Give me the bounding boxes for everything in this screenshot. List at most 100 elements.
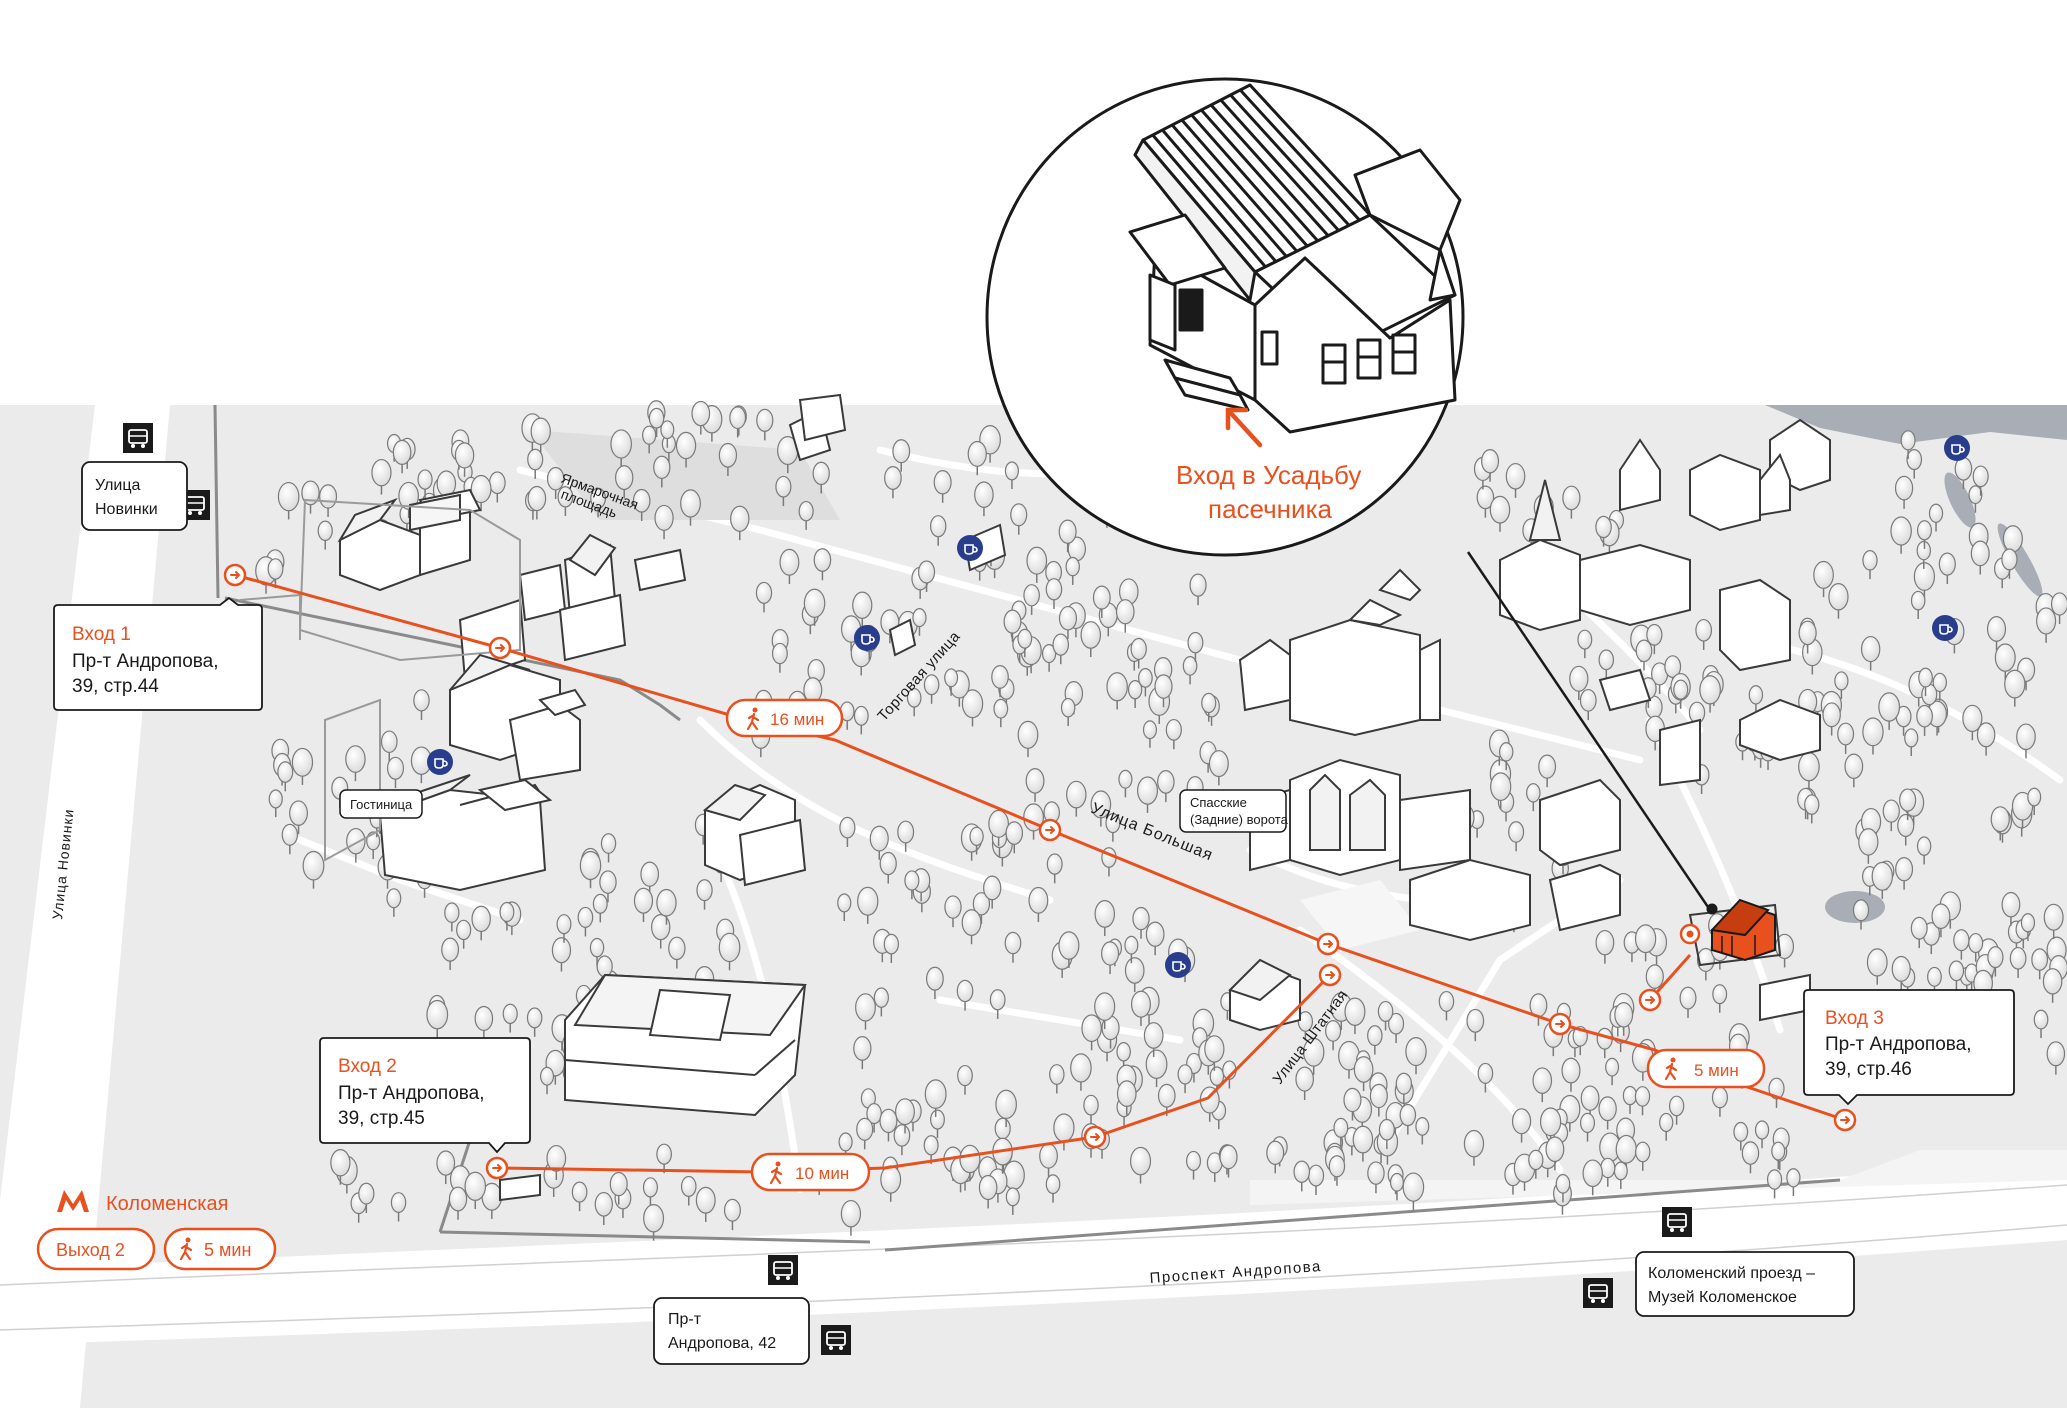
svg-text:10 мин: 10 мин bbox=[795, 1164, 849, 1183]
tree bbox=[1204, 1035, 1225, 1063]
tree bbox=[546, 466, 565, 491]
tree bbox=[1481, 449, 1500, 474]
tree bbox=[972, 892, 991, 916]
tree bbox=[1053, 1113, 1075, 1143]
tree bbox=[502, 1003, 518, 1025]
tree bbox=[1367, 1025, 1383, 1047]
tree bbox=[933, 470, 952, 495]
tree bbox=[1187, 631, 1204, 654]
tree bbox=[944, 895, 962, 919]
tree bbox=[1080, 621, 1102, 649]
tree bbox=[893, 1124, 911, 1147]
entrance-3-callout[interactable]: Вход 3 Пр-т Андропова, 39, стр.46 bbox=[1803, 989, 2015, 1106]
tree bbox=[1378, 1118, 1395, 1141]
tree bbox=[1466, 1008, 1485, 1033]
tree bbox=[1094, 992, 1116, 1021]
entrance-2-callout[interactable]: Вход 2 Пр-т Андропова, 39, стр.45 bbox=[319, 1037, 531, 1154]
tree bbox=[1862, 550, 1878, 571]
tree bbox=[680, 489, 701, 518]
tree bbox=[1017, 628, 1033, 649]
entrance-3-address-2: 39, стр.46 bbox=[1825, 1059, 1912, 1080]
tree bbox=[633, 887, 654, 914]
tree bbox=[1962, 704, 1983, 733]
tree bbox=[1066, 780, 1087, 809]
tree bbox=[2020, 913, 2036, 933]
building-cluster bbox=[1228, 958, 1301, 1032]
tree bbox=[610, 429, 632, 459]
tree bbox=[1060, 697, 1076, 718]
tree bbox=[530, 417, 551, 446]
bus-stop-andropova-42[interactable]: Пр-т Андропова, 42 bbox=[653, 1297, 810, 1365]
tree bbox=[755, 581, 773, 604]
tree bbox=[1115, 599, 1135, 625]
tree bbox=[526, 1007, 543, 1029]
tree bbox=[592, 893, 608, 914]
tree bbox=[1871, 861, 1894, 891]
tree bbox=[1028, 886, 1049, 914]
tree bbox=[1679, 986, 1697, 1010]
tree bbox=[1928, 503, 1944, 523]
entrance-2-title: Вход 2 bbox=[338, 1056, 397, 1077]
tree bbox=[474, 1005, 494, 1032]
metro-station[interactable]: Коломенская Выход 2 5 мин bbox=[36, 1190, 277, 1271]
tree bbox=[1325, 1020, 1342, 1042]
tree bbox=[1049, 1064, 1065, 1085]
tree bbox=[1862, 717, 1884, 747]
tree bbox=[2050, 592, 2067, 616]
entrance-2-address-2: 39, стр.45 bbox=[338, 1108, 425, 1129]
tree bbox=[386, 756, 405, 780]
tree bbox=[2027, 787, 2042, 807]
tree bbox=[291, 747, 314, 777]
tree bbox=[1577, 629, 1593, 650]
tree bbox=[855, 993, 876, 1022]
tree bbox=[654, 504, 674, 531]
cafe-icon bbox=[957, 535, 983, 561]
tree bbox=[1970, 540, 1990, 567]
palace-building bbox=[1238, 568, 1441, 737]
tree bbox=[2009, 946, 2027, 970]
entrance-2-address: Пр-т Андропова, bbox=[338, 1083, 485, 1104]
tree bbox=[1208, 750, 1229, 778]
tree bbox=[1130, 990, 1151, 1018]
beekeeper-estate-building[interactable] bbox=[1688, 898, 1782, 967]
arrow-icon bbox=[1548, 1012, 1572, 1036]
bus-stop-novinki[interactable]: Улица Новинки bbox=[81, 461, 188, 531]
bus-stop-icon bbox=[821, 1325, 851, 1355]
tree bbox=[488, 471, 506, 495]
tree bbox=[1858, 828, 1879, 856]
tree bbox=[380, 730, 398, 754]
tree bbox=[1343, 1087, 1362, 1113]
tree bbox=[1369, 1083, 1388, 1109]
arrow-icon bbox=[1638, 988, 1662, 1012]
tree bbox=[614, 465, 634, 491]
tree bbox=[1003, 609, 1022, 634]
tree bbox=[2046, 1041, 2066, 1067]
tree bbox=[1010, 503, 1028, 527]
tree bbox=[1938, 552, 1956, 576]
tree bbox=[456, 919, 472, 941]
svg-text:5 мин: 5 мин bbox=[204, 1240, 251, 1260]
tree bbox=[1561, 1057, 1581, 1084]
tree bbox=[1138, 668, 1153, 688]
bus-stop-kolomensky-proezd[interactable]: Коломенский проезд – Музей Коломенское bbox=[1635, 1251, 1855, 1317]
tree bbox=[1177, 1064, 1193, 1085]
tree bbox=[1402, 1172, 1425, 1202]
tree bbox=[879, 1108, 898, 1134]
entrance-1-callout[interactable]: Вход 1 Пр-т Андропова, 39, стр.44 bbox=[53, 596, 263, 711]
tree bbox=[1598, 1096, 1617, 1122]
tree bbox=[1083, 1094, 1099, 1116]
tree bbox=[651, 913, 671, 941]
tree bbox=[1004, 931, 1022, 955]
cafe-icon bbox=[1944, 435, 1970, 461]
tree bbox=[1582, 1159, 1603, 1188]
walk-time-route2: 10 мин bbox=[750, 1152, 871, 1192]
tree bbox=[1822, 702, 1841, 728]
tree bbox=[1733, 1121, 1749, 1142]
tree bbox=[653, 455, 671, 480]
tree bbox=[1017, 720, 1039, 749]
tree bbox=[330, 1149, 351, 1177]
tree bbox=[594, 1191, 613, 1217]
tree bbox=[1711, 1086, 1728, 1109]
tree bbox=[2001, 891, 2021, 918]
